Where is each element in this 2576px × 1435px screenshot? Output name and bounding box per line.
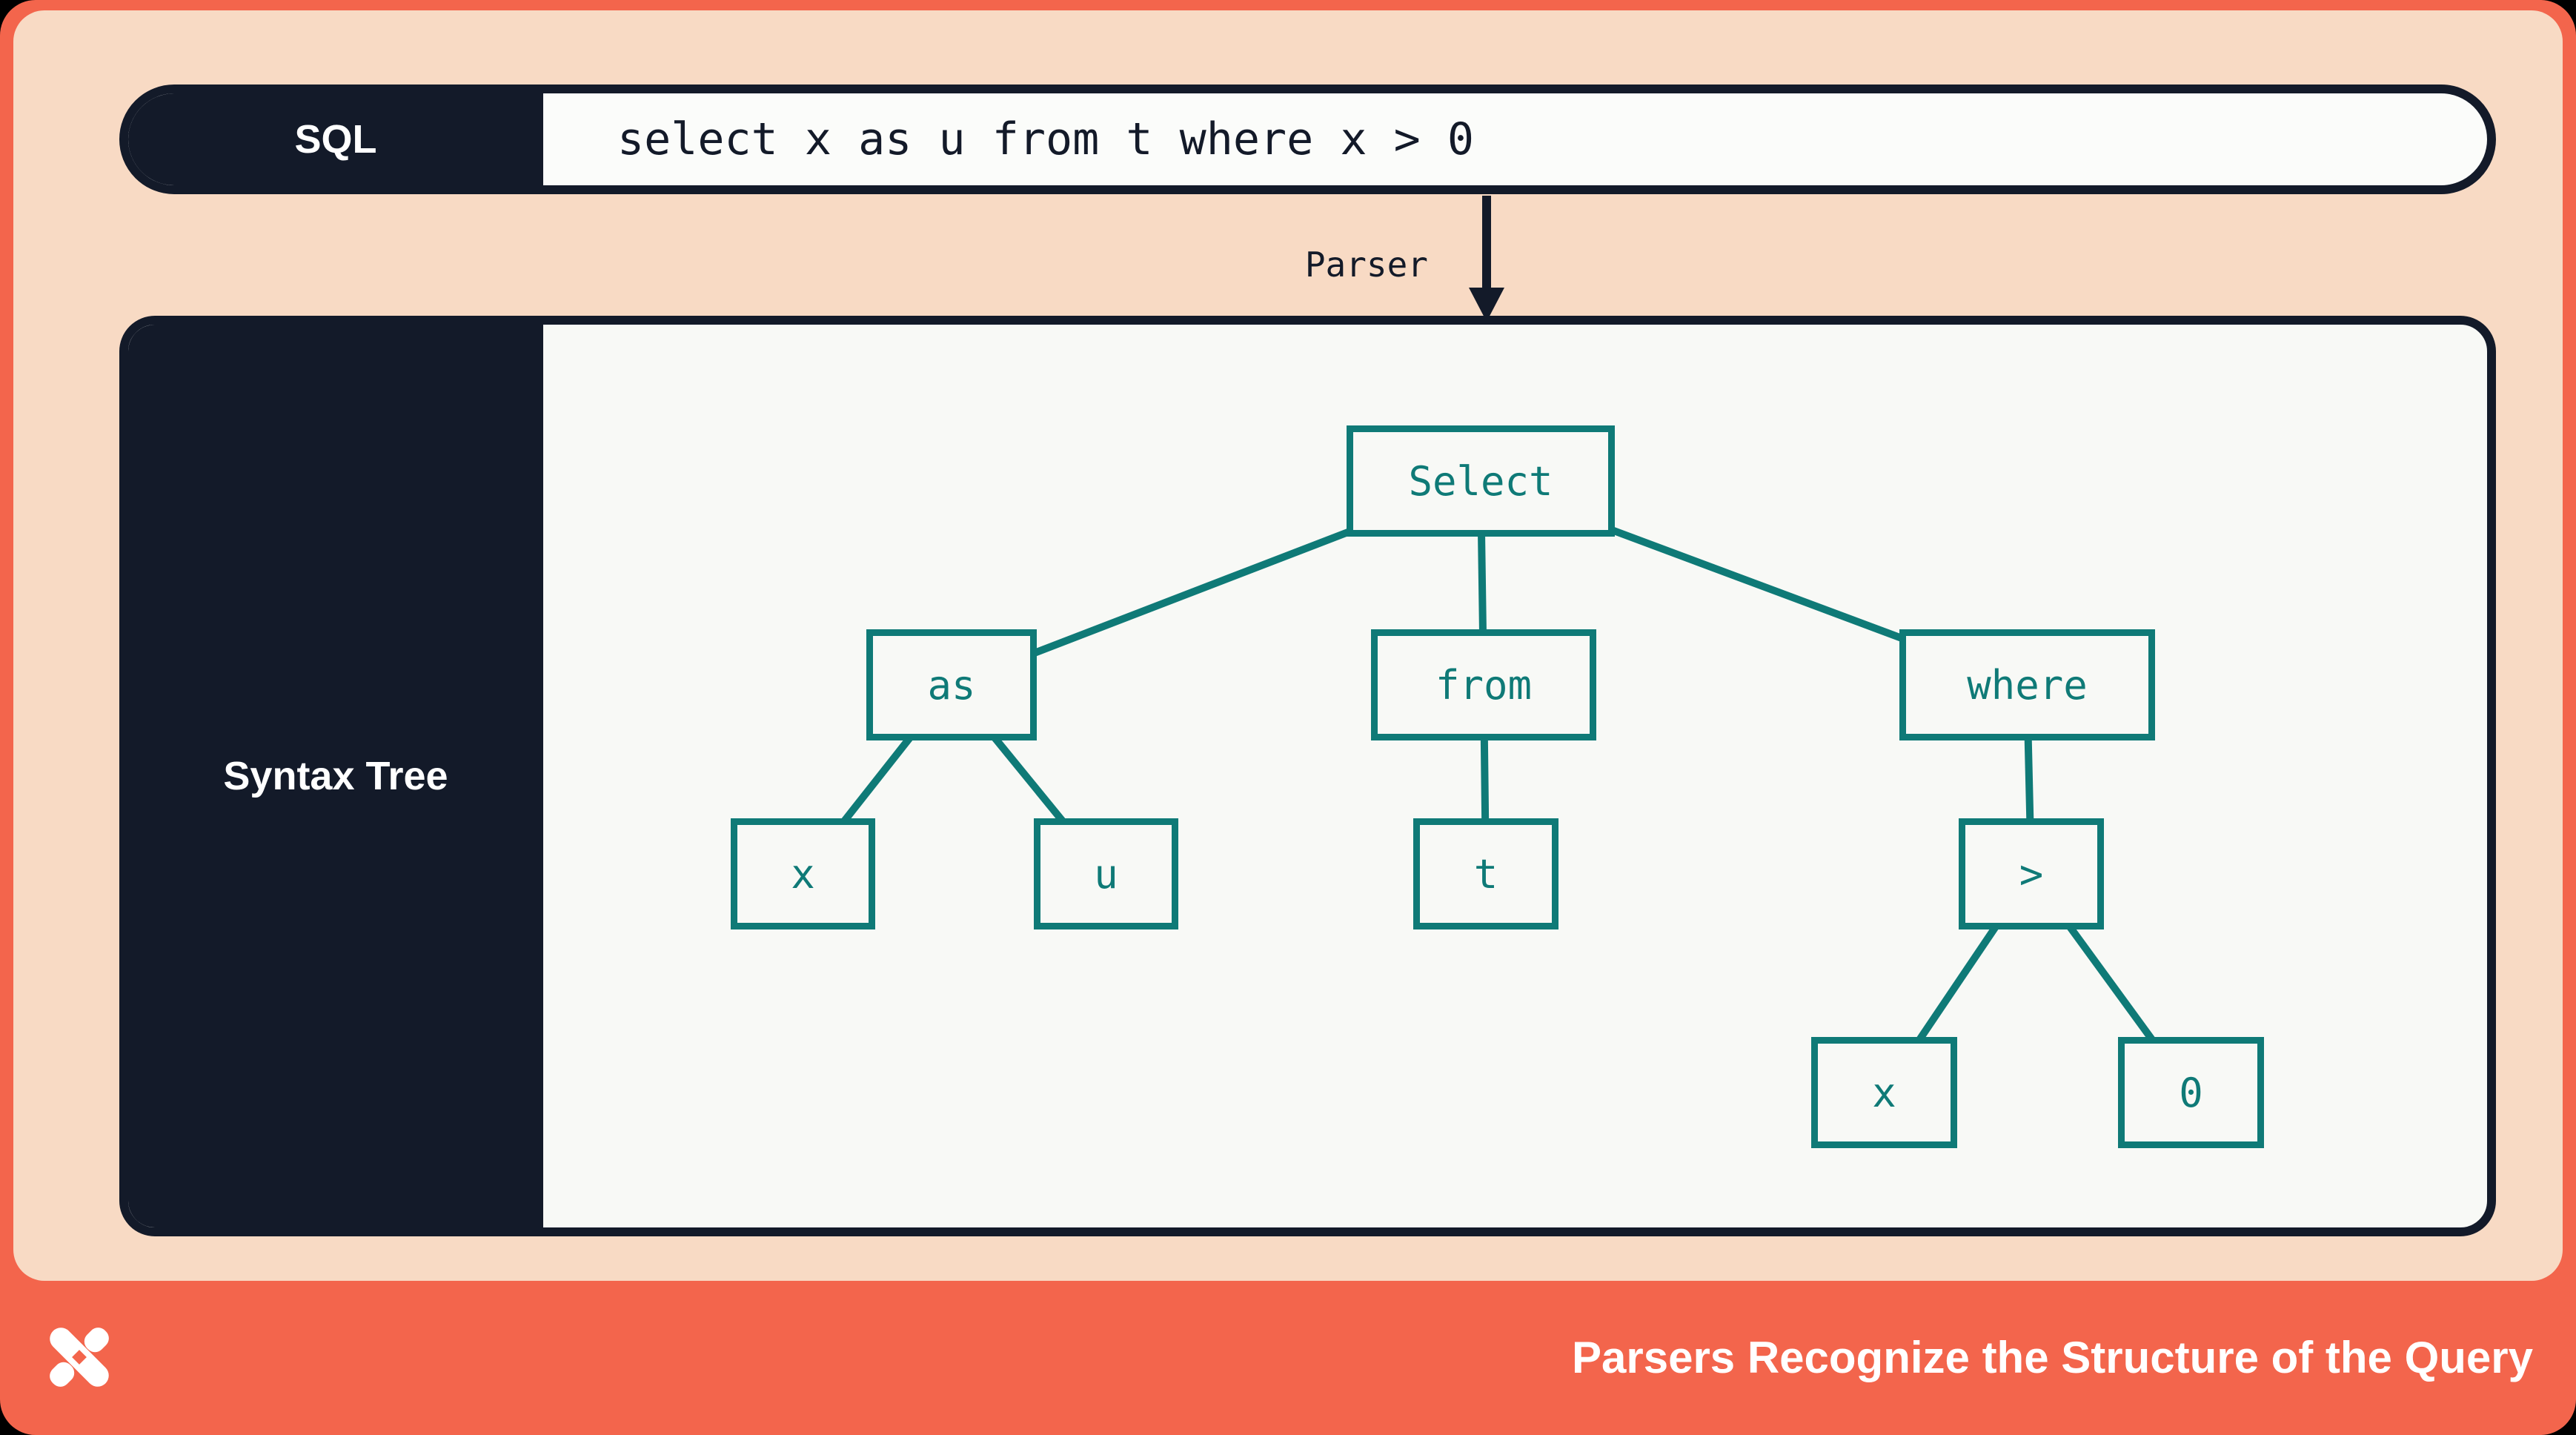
- tree-node-gt: >: [1959, 818, 2104, 929]
- arrow-down-icon: [1469, 196, 1504, 322]
- tree-node-zero: 0: [2118, 1037, 2264, 1148]
- tree-node-u: u: [1034, 818, 1178, 929]
- tree-node-x2: x: [1811, 1037, 1957, 1148]
- tree-node-x: x: [731, 818, 875, 929]
- tree-node-as: as: [866, 629, 1037, 740]
- tree-node-from: from: [1371, 629, 1596, 740]
- content-panel: SQL select x as u from t where x > 0 Par…: [13, 10, 2563, 1281]
- sql-bar-label: SQL: [128, 93, 543, 185]
- tree-node-where: where: [1899, 629, 2155, 740]
- syntax-tree-sidebar: Syntax Tree: [128, 325, 543, 1227]
- syntax-tree-label: Syntax Tree: [223, 754, 448, 798]
- sql-bar: SQL select x as u from t where x > 0: [119, 84, 2496, 194]
- dolt-logo-icon: [50, 1328, 109, 1387]
- tree-node-t: t: [1413, 818, 1558, 929]
- parser-label: Parser: [1304, 245, 1428, 285]
- footer-title: Parsers Recognize the Structure of the Q…: [1571, 1333, 2533, 1382]
- sql-query-text: select x as u from t where x > 0: [617, 113, 1474, 165]
- syntax-tree-panel: Syntax Tree Select as from where: [119, 316, 2496, 1236]
- tree-node-select: Select: [1347, 425, 1615, 537]
